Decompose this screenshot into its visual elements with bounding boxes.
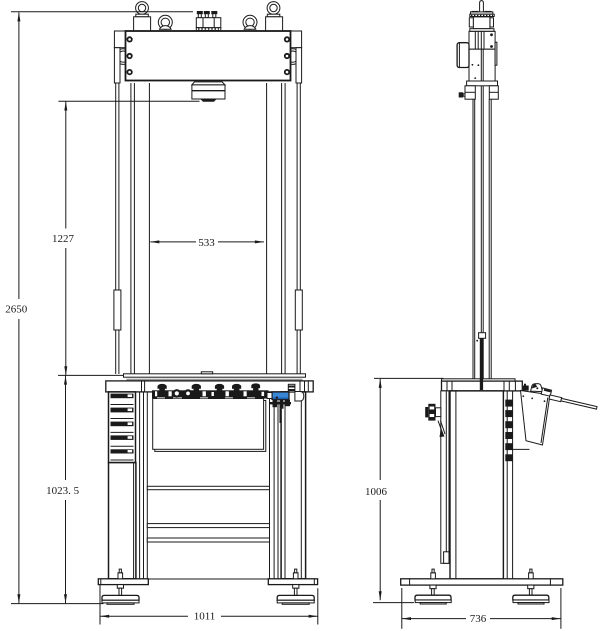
svg-text:1011: 1011 <box>194 611 216 623</box>
svg-text:1006: 1006 <box>365 486 388 498</box>
svg-text:2650: 2650 <box>5 303 28 315</box>
svg-text:1023. 5: 1023. 5 <box>46 485 80 497</box>
svg-text:1227: 1227 <box>52 233 75 245</box>
svg-text:736: 736 <box>470 613 487 625</box>
svg-text:533: 533 <box>198 237 215 249</box>
